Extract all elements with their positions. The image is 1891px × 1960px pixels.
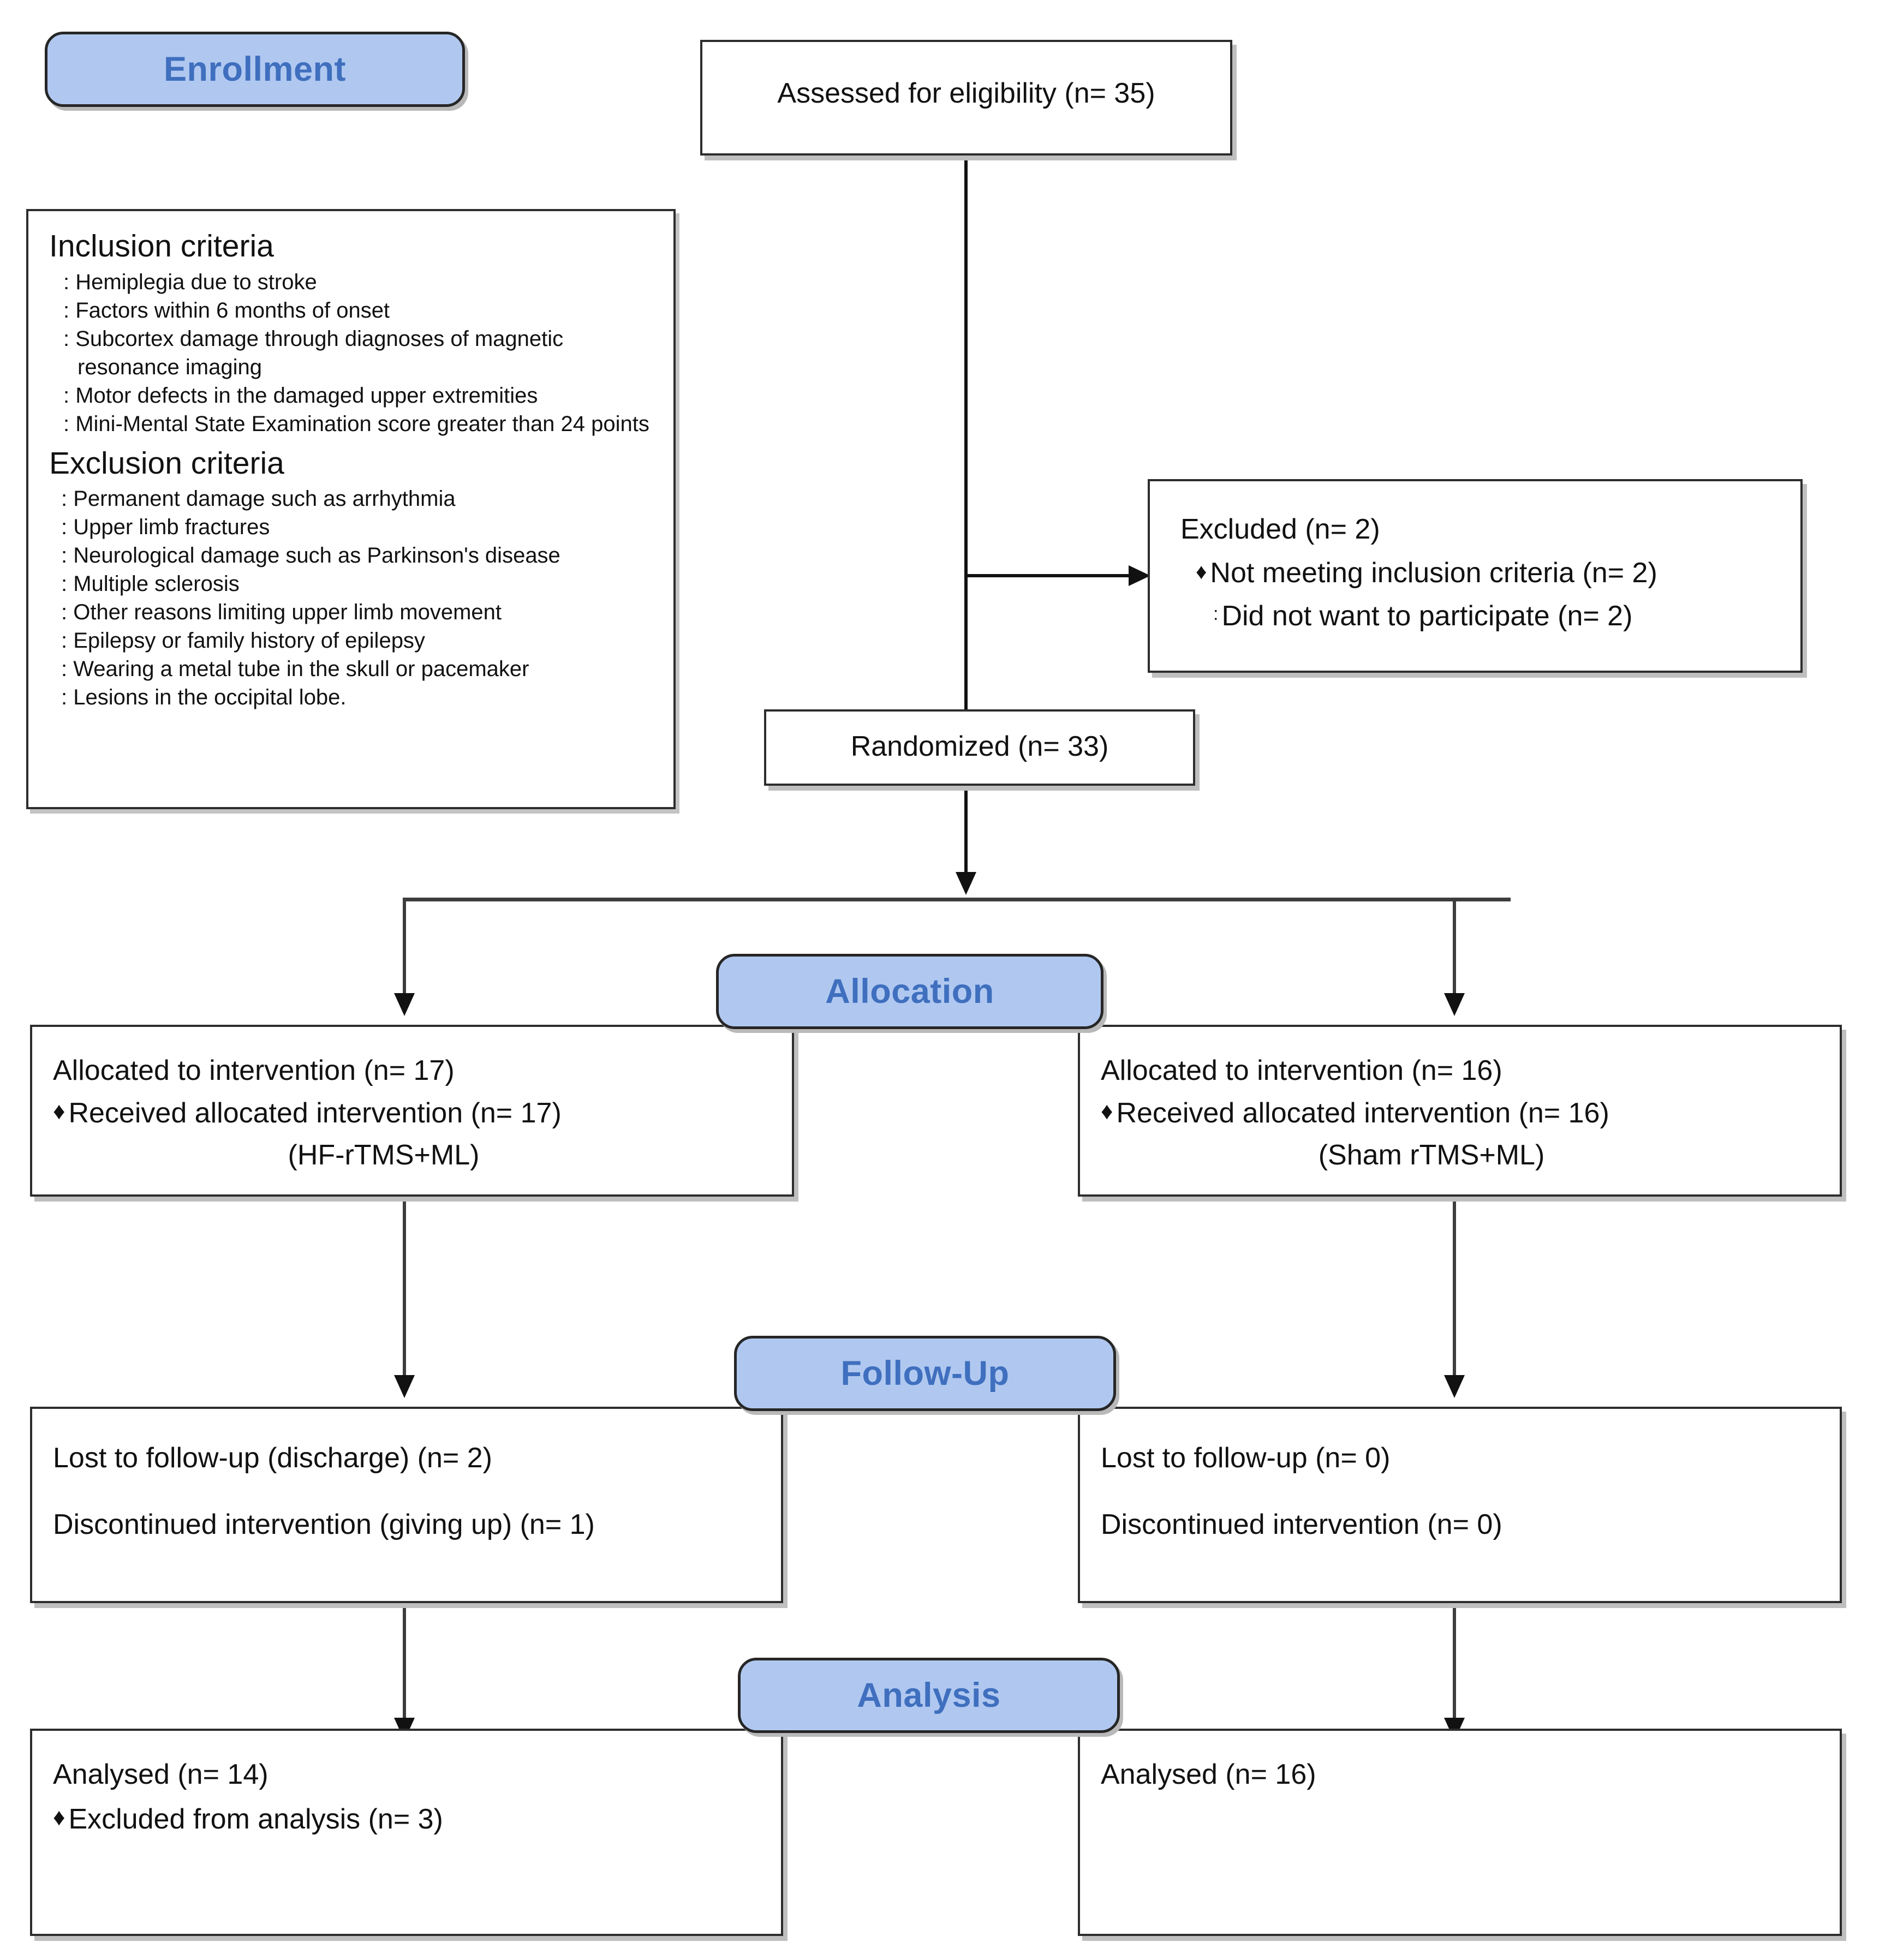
arrow-left-allocation-to-followup <box>394 1375 415 1398</box>
allocation-left-line2-text: Received allocated intervention (n= 17) <box>68 1097 562 1130</box>
allocation-right-line1: Allocated to intervention (n= 16) <box>1101 1055 1502 1086</box>
inclusion-item-2: : Subcortex damage through diagnoses of … <box>63 326 564 379</box>
connector-to-excluded <box>964 574 1134 577</box>
connector-split-to-left-allocation <box>403 898 406 1007</box>
stage-badge-analysis: Analysis <box>738 1658 1120 1733</box>
criteria-panel: Inclusion criteria : Hemiplegia due to s… <box>26 209 676 809</box>
diamond-bullet-icon: ♦ <box>1101 1098 1113 1125</box>
arrow-to-left-allocation <box>394 993 415 1016</box>
inclusion-item-4: : Mini-Mental State Examination score gr… <box>63 411 649 436</box>
followup-right-line2: Discontinued intervention (n= 0) <box>1101 1509 1502 1541</box>
connector-randomized-down <box>964 786 968 889</box>
inclusion-item-0: : Hemiplegia due to stroke <box>63 270 317 294</box>
allocation-box-left: Allocated to intervention (n= 17) ♦Recei… <box>30 1025 794 1197</box>
analysis-left-line2: ♦Excluded from analysis (n= 3) <box>53 1802 769 1837</box>
exclusion-item-7: : Lesions in the occipital lobe. <box>61 685 347 710</box>
arrow-right-allocation-to-followup <box>1444 1375 1465 1398</box>
excluded-item-1-text: Did not want to participate (n= 2) <box>1221 600 1633 632</box>
diamond-bullet-icon: ♦ <box>53 1804 65 1831</box>
assessed-for-eligibility-box: Assessed for eligibility (n= 35) <box>700 40 1232 156</box>
analysis-right-line1: Analysed (n= 16) <box>1101 1759 1316 1790</box>
followup-box-left: Lost to follow-up (discharge) (n= 2) Dis… <box>30 1407 783 1603</box>
connector-split-to-right-allocation <box>1453 898 1456 1007</box>
stage-label-allocation: Allocation <box>825 972 994 1011</box>
arrow-to-excluded <box>1129 565 1150 586</box>
inclusion-item-1: : Factors within 6 months of onset <box>63 298 390 322</box>
exclusion-item-5: : Epilepsy or family history of epilepsy <box>61 629 425 653</box>
inclusion-criteria-heading: Inclusion criteria <box>49 229 274 264</box>
allocation-right-line3: (Sham rTMS+ML) <box>1318 1139 1545 1171</box>
connector-right-allocation-to-followup <box>1453 1197 1456 1390</box>
connector-left-followup-to-analysis <box>403 1603 406 1734</box>
followup-left-line2: Discontinued intervention (giving up) (n… <box>53 1509 595 1541</box>
allocation-right-line2: ♦Received allocated intervention (n= 16) <box>1101 1096 1828 1131</box>
stage-label-analysis: Analysis <box>857 1676 1001 1714</box>
allocation-left-line1: Allocated to intervention (n= 17) <box>53 1055 455 1086</box>
analysis-box-right: Analysed (n= 16) <box>1078 1729 1842 1936</box>
colon-bullet-icon: : <box>1213 603 1219 624</box>
excluded-title: Excluded (n= 2) <box>1180 513 1380 545</box>
excluded-box: Excluded (n= 2) ♦Not meeting inclusion c… <box>1148 479 1803 673</box>
allocation-left-line2: ♦Received allocated intervention (n= 17) <box>53 1096 780 1131</box>
excluded-item-0: ♦Not meeting inclusion criteria (n= 2) <box>1180 555 1789 590</box>
connector-assessed-to-randomized <box>964 156 968 719</box>
allocation-left-line3: (HF-rTMS+ML) <box>288 1139 480 1171</box>
stage-badge-followup: Follow-Up <box>734 1336 1116 1411</box>
arrow-to-right-allocation <box>1444 993 1465 1016</box>
analysis-left-line1: Analysed (n= 14) <box>53 1759 269 1790</box>
followup-right-line1: Lost to follow-up (n= 0) <box>1101 1442 1391 1474</box>
allocation-box-right: Allocated to intervention (n= 16) ♦Recei… <box>1078 1025 1842 1197</box>
exclusion-item-1: : Upper limb fractures <box>61 515 270 540</box>
excluded-item-1: :Did not want to participate (n= 2) <box>1180 599 1789 634</box>
diamond-bullet-icon: ♦ <box>1196 560 1207 584</box>
followup-box-right: Lost to follow-up (n= 0) Discontinued in… <box>1078 1407 1842 1603</box>
connector-right-followup-to-analysis <box>1453 1603 1456 1734</box>
exclusion-criteria-heading: Exclusion criteria <box>49 445 284 481</box>
randomized-text: Randomized (n= 33) <box>850 731 1109 762</box>
followup-left-line1: Lost to follow-up (discharge) (n= 2) <box>53 1442 492 1474</box>
exclusion-item-2: : Neurological damage such as Parkinson'… <box>61 543 560 568</box>
exclusion-item-3: : Multiple sclerosis <box>61 572 240 596</box>
exclusion-item-6: : Wearing a metal tube in the skull or p… <box>61 657 529 682</box>
analysis-left-line2-text: Excluded from analysis (n= 3) <box>68 1803 443 1836</box>
exclusion-item-4: : Other reasons limiting upper limb move… <box>61 600 502 625</box>
randomized-box: Randomized (n= 33) <box>764 709 1195 786</box>
allocation-split-bar <box>403 898 1511 901</box>
assessed-for-eligibility-text: Assessed for eligibility (n= 35) <box>777 77 1155 109</box>
stage-label-enrollment: Enrollment <box>163 50 347 88</box>
connector-left-allocation-to-followup <box>403 1197 406 1390</box>
arrow-randomized-to-split <box>956 872 976 895</box>
exclusion-item-0: : Permanent damage such as arrhythmia <box>61 487 456 511</box>
diamond-bullet-icon: ♦ <box>53 1098 65 1125</box>
stage-label-followup: Follow-Up <box>840 1354 1010 1393</box>
stage-badge-enrollment: Enrollment <box>45 32 465 107</box>
excluded-item-0-text: Not meeting inclusion criteria (n= 2) <box>1210 557 1657 589</box>
stage-badge-allocation: Allocation <box>716 954 1103 1029</box>
allocation-right-line2-text: Received allocated intervention (n= 16) <box>1116 1097 1609 1130</box>
inclusion-item-3: : Motor defects in the damaged upper ext… <box>63 383 538 408</box>
analysis-box-left: Analysed (n= 14) ♦Excluded from analysis… <box>30 1729 783 1936</box>
